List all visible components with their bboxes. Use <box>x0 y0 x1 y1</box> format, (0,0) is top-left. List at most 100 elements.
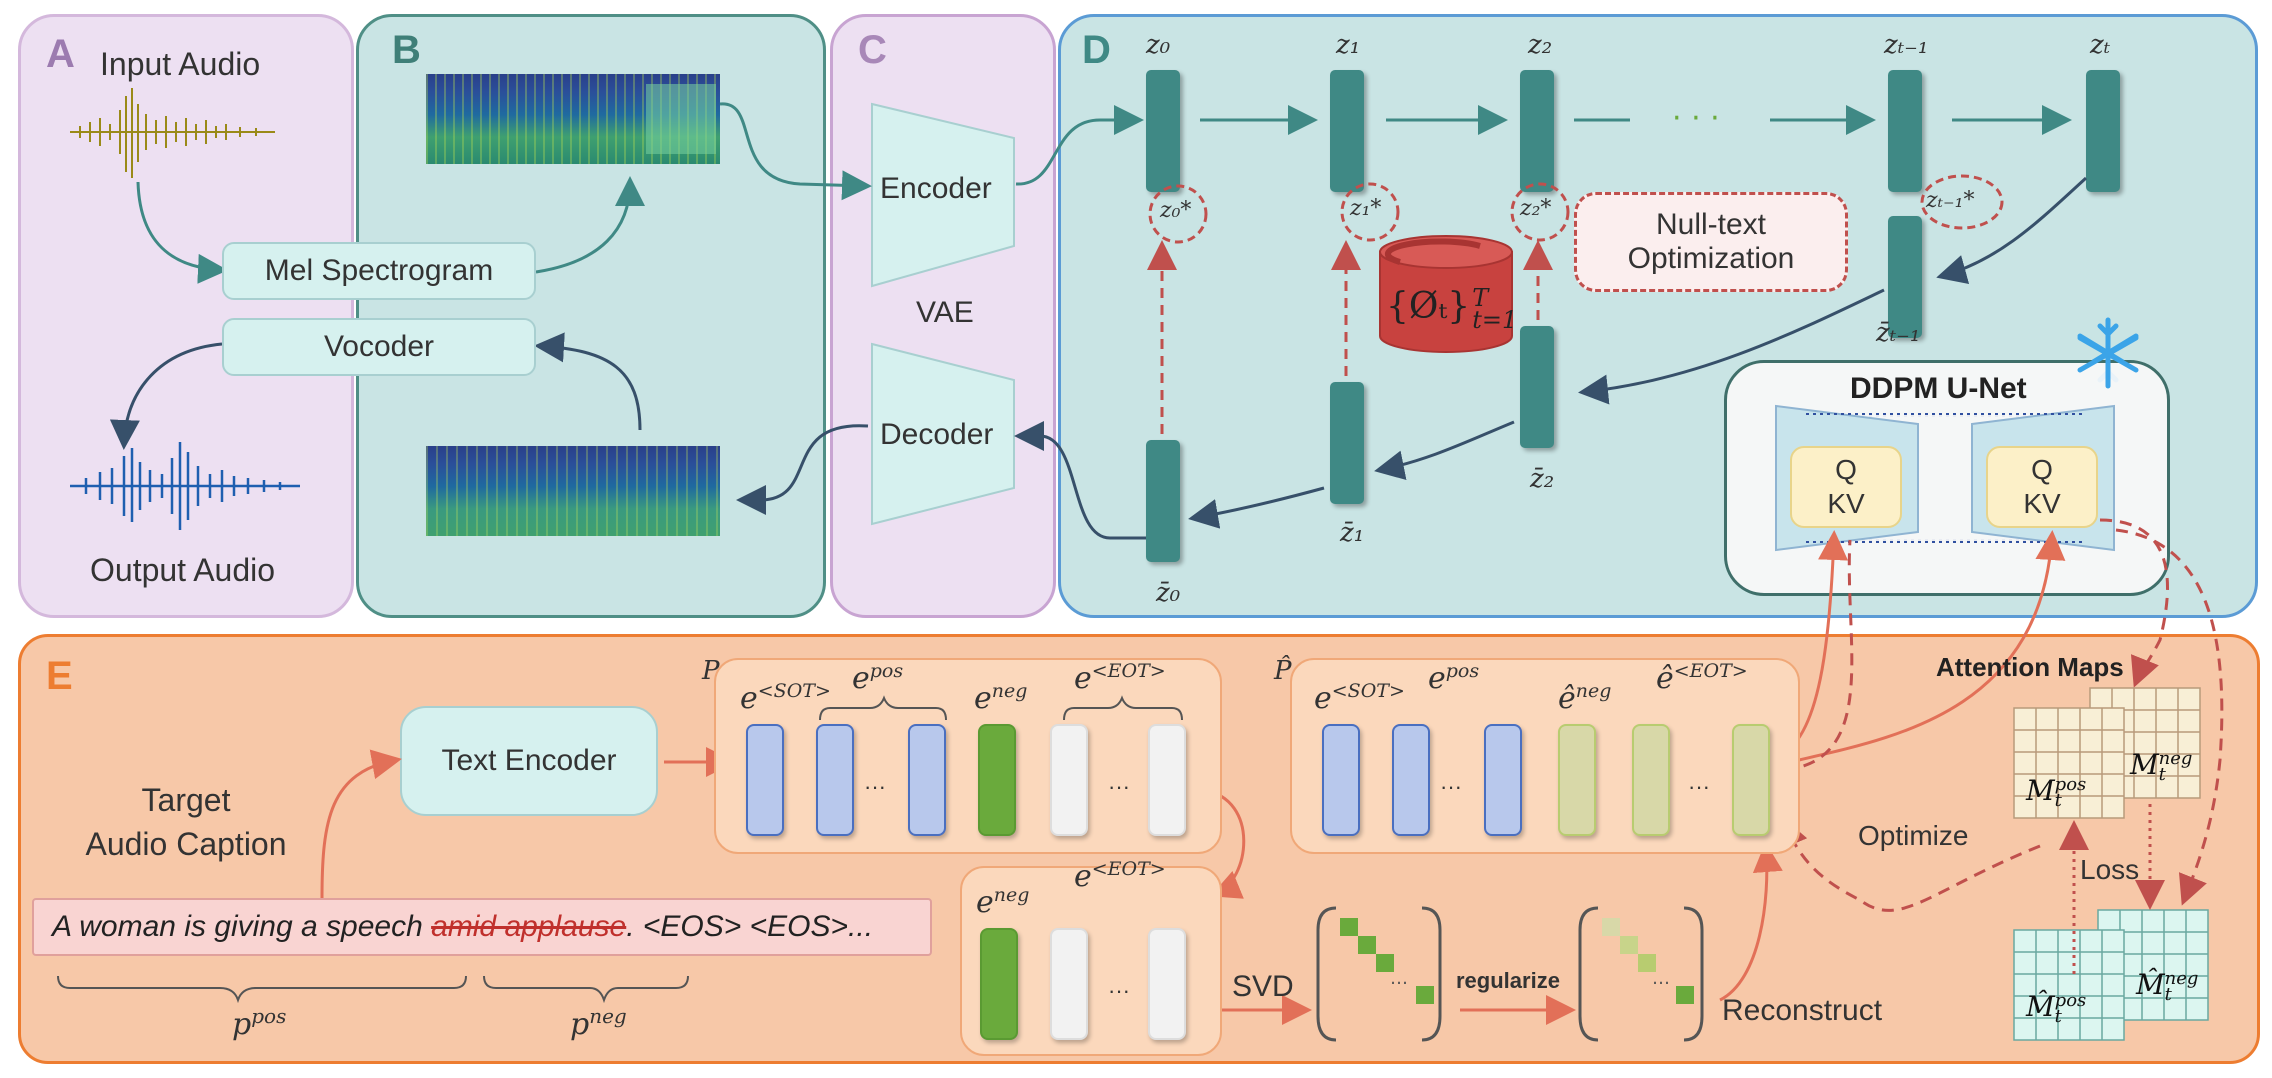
latent-zbar-T-1 <box>1888 216 1922 338</box>
ehat-pos-label: epos <box>1428 660 1480 696</box>
label-z2-star: z₂* <box>1520 196 1552 221</box>
svg-text:…: … <box>1390 968 1408 989</box>
token-hat-pos-1 <box>1392 724 1430 836</box>
phi-symbol: {Øₜ} <box>1386 286 1471 327</box>
decoder-label: Decoder <box>880 418 994 451</box>
token-pos-1 <box>816 724 854 836</box>
label-z1: z₁ <box>1336 30 1361 60</box>
panel-a <box>18 14 354 618</box>
panel-a-label: A <box>46 32 75 76</box>
P-hat-label: P̂ <box>1274 656 1292 686</box>
ellipsis-eot: ··· <box>1108 774 1130 799</box>
caption-text-box: A woman is giving a speech amid applause… <box>32 898 932 956</box>
text-encoder-label: Text Encoder <box>441 744 617 777</box>
null-text-line1: Null-text <box>1655 208 1767 241</box>
input-spectrogram-image <box>426 74 720 164</box>
mel-spectrogram-label: Mel Spectrogram <box>264 254 494 287</box>
label-z0: z₀ <box>1146 30 1171 60</box>
e-neg-label: eneg <box>974 680 1028 716</box>
token-hat-eot-1 <box>1632 724 1670 836</box>
input-audio-label: Input Audio <box>100 46 261 82</box>
token-hat-pos-n <box>1484 724 1522 836</box>
panel-b-label: B <box>392 28 421 72</box>
output-waveform-icon <box>70 442 300 530</box>
attention-map-grid-pos <box>2013 707 2125 819</box>
caption-strike: amid applause <box>431 910 627 943</box>
ellipsis-pos: ··· <box>864 774 886 799</box>
encoder-shape <box>871 102 1015 288</box>
ellipsis-hat-pos: ··· <box>1440 774 1462 799</box>
prompt-embedding-box <box>714 658 1222 854</box>
modified-prompt-box <box>1290 658 1800 854</box>
kv-label-left: KV <box>1827 488 1865 519</box>
label-zbar1: z̄₁ <box>1340 518 1365 548</box>
vocoder-box: Vocoder <box>222 318 536 376</box>
svg-text:…: … <box>1652 968 1670 989</box>
decoder-shape <box>871 342 1015 526</box>
snowflake-icon-top <box>2077 319 2139 389</box>
e-sot-label: e<SOT> <box>740 680 831 716</box>
q-label-right: Q <box>2031 454 2053 485</box>
label-zbar0: z̄₀ <box>1156 578 1181 608</box>
mel-spectrogram-box: Mel Spectrogram <box>222 242 536 300</box>
input-waveform-icon <box>70 88 275 178</box>
caption-tail: . <EOS> <EOS>... <box>626 910 874 943</box>
token-sot <box>746 724 784 836</box>
ehat-sot-label: e<SOT> <box>1314 680 1405 716</box>
e-eot-label: e<EOT> <box>1074 660 1166 696</box>
latent-zbar2 <box>1520 326 1554 448</box>
e-eot-label-2: e<EOT> <box>1074 858 1166 894</box>
encoder-label: Encoder <box>880 172 992 205</box>
latent-zT <box>2086 70 2120 192</box>
attn-block-right: Q KV <box>1986 446 2098 528</box>
regularize-label: regularize <box>1456 968 1560 993</box>
p-pos-label: ppos <box>232 1004 287 1042</box>
text-encoder-box: Text Encoder <box>400 706 658 816</box>
ellipsis-hat-eot: ··· <box>1688 774 1710 799</box>
label-zT-1-star: zₜ₋₁* <box>1926 188 1975 213</box>
token-eot2-n <box>1148 928 1186 1040</box>
caption-main: A woman is giving a speech <box>52 910 432 943</box>
target-map-grid-pos <box>2013 929 2125 1041</box>
ehat-neg-label: êneg <box>1558 680 1612 716</box>
label-zbar-T-1: z̄ₜ₋₁ <box>1876 318 1921 348</box>
token-hat-neg <box>1558 724 1596 836</box>
null-embedding-cylinder-icon <box>1379 235 1513 353</box>
output-spectrogram-image <box>426 446 720 536</box>
latent-z0 <box>1146 70 1180 192</box>
ddpm-unet-title: DDPM U-Net <box>1850 372 2027 405</box>
null-text-line2: Optimization <box>1627 242 1795 275</box>
panel-d-label: D <box>1082 28 1111 72</box>
label-zbar2: z̄₂ <box>1530 464 1555 494</box>
ellipsis-eot-2: ··· <box>1108 978 1130 1003</box>
optimize-label: Optimize <box>1858 820 1969 851</box>
e-neg-label-2: eneg <box>976 884 1030 920</box>
token-neg <box>978 724 1016 836</box>
latent-zbar0 <box>1146 440 1180 562</box>
panel-c <box>830 14 1056 618</box>
attention-maps-title: Attention Maps <box>1936 652 2124 682</box>
reconstruct-label: Reconstruct <box>1722 994 1883 1027</box>
token-eot-n <box>1148 724 1186 836</box>
token-hat-eot-n <box>1732 724 1770 836</box>
token-neg-2 <box>980 928 1018 1040</box>
token-hat-sot <box>1322 724 1360 836</box>
ellipsis-dots: · · · <box>1672 101 1720 136</box>
panel-c-label: C <box>858 28 887 72</box>
null-text-optimization-box: Null-text Optimization <box>1574 192 1848 292</box>
p-neg-label: pneg <box>570 1004 627 1042</box>
latent-z2 <box>1520 70 1554 192</box>
vae-label: VAE <box>916 296 974 329</box>
q-label-left: Q <box>1835 454 1857 485</box>
token-eot-1 <box>1050 724 1088 836</box>
kv-label-right: KV <box>2023 488 2061 519</box>
latent-zbar1 <box>1330 382 1364 504</box>
label-z1-star: z₁* <box>1350 196 1382 221</box>
ehat-eot-label: ê<EOT> <box>1656 660 1748 696</box>
token-eot2-1 <box>1050 928 1088 1040</box>
